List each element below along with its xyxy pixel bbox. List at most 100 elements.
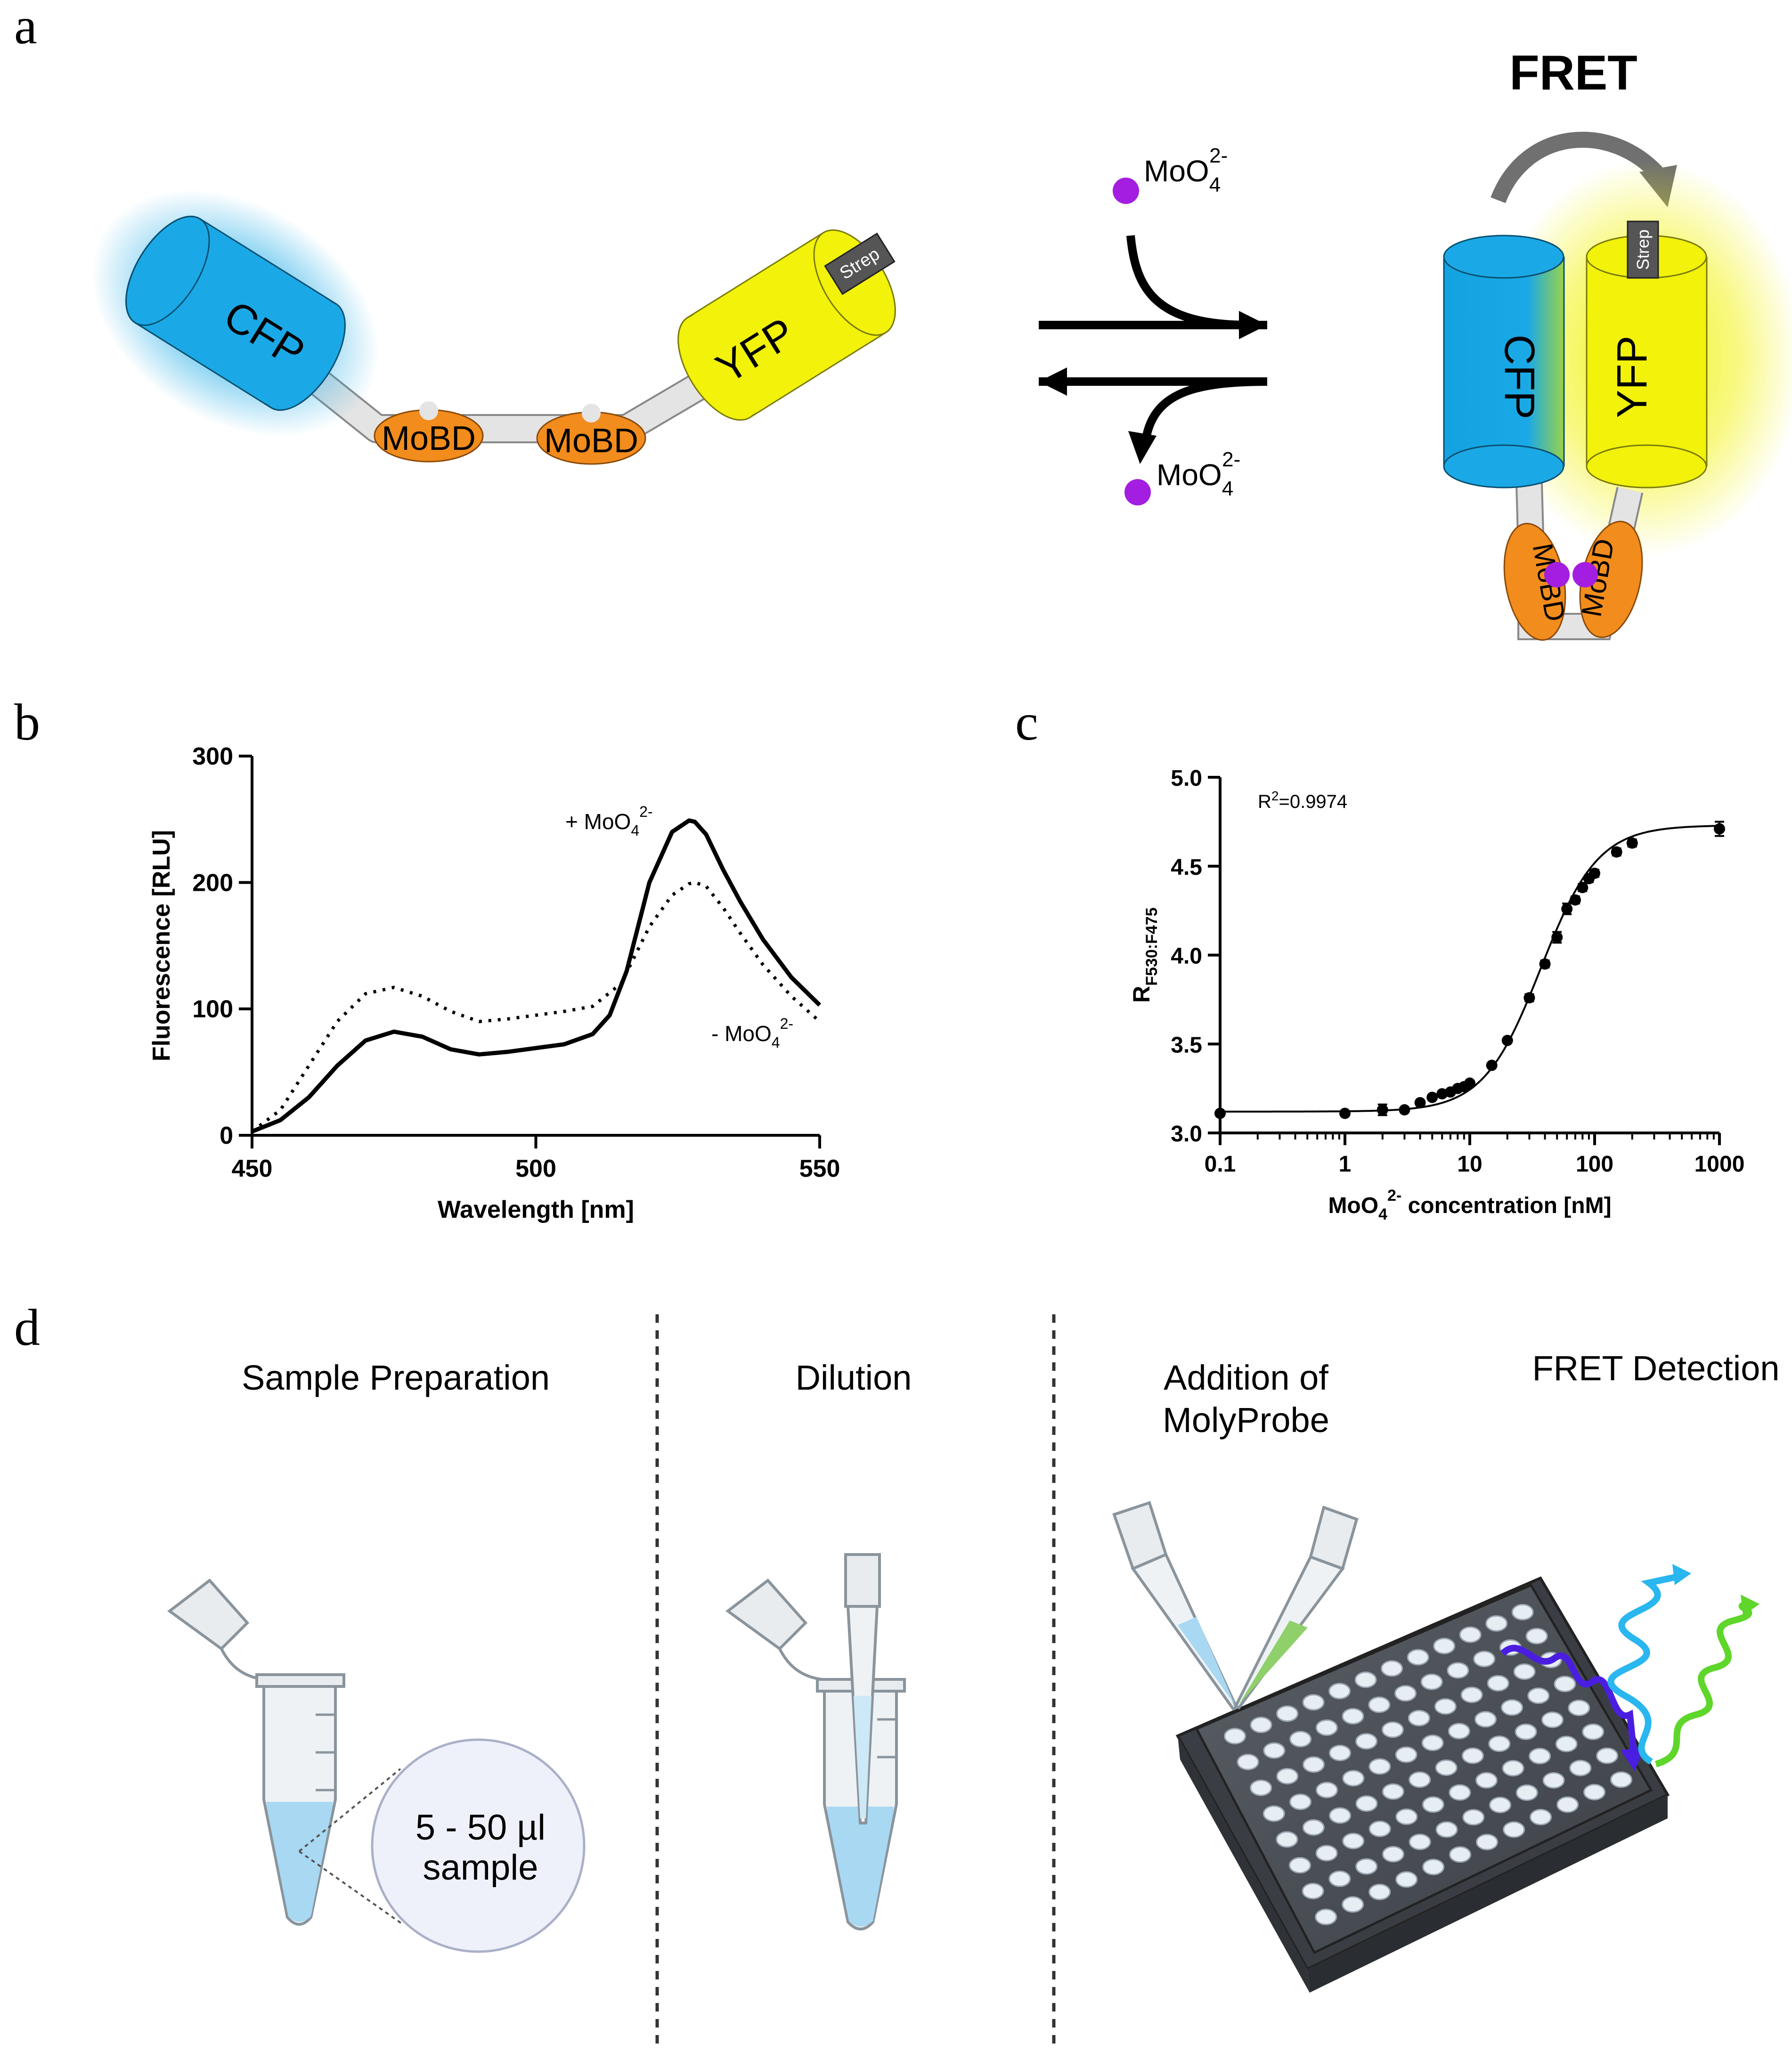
plate-well	[1610, 1771, 1632, 1788]
plate-well	[1475, 1772, 1498, 1789]
closed-state: FRET CFP YFP S	[1443, 46, 1792, 641]
y-tick-label: 3.0	[1171, 1122, 1202, 1147]
plate-well	[1501, 1699, 1523, 1716]
series-label-minus: - MoO42-	[711, 1015, 793, 1051]
step-addition-title-line2: MolyProbe	[1163, 1401, 1329, 1440]
panel-d-letter: d	[14, 1299, 40, 1356]
y-tick-label: 300	[192, 743, 233, 770]
plate-well	[1503, 1821, 1525, 1838]
plate-well	[1394, 1685, 1417, 1702]
plate-well	[1476, 1833, 1499, 1850]
plate-well	[1368, 1820, 1391, 1837]
plate-well	[1315, 1845, 1338, 1862]
plate-well	[1328, 1870, 1351, 1887]
x-tick-label: 100	[1576, 1152, 1613, 1177]
plate-well	[1422, 1796, 1444, 1813]
plate-well	[1488, 1735, 1511, 1752]
plate-well	[1276, 1705, 1299, 1722]
plate-well	[1435, 1821, 1458, 1838]
molybdate-dot	[1544, 562, 1570, 587]
plate-well	[1342, 1896, 1364, 1913]
molybdate-label-top: MoO42-	[1144, 144, 1228, 196]
plate-well	[1569, 1759, 1592, 1776]
plate-well	[1511, 1604, 1534, 1620]
y-tick-label: 4.5	[1171, 855, 1202, 880]
y-tick-label: 100	[192, 996, 233, 1023]
pipette-blue	[1112, 1501, 1239, 1711]
mobd-open-1: MoBD	[374, 401, 484, 463]
plate-well	[1303, 1756, 1325, 1773]
plate-well	[1250, 1779, 1272, 1796]
sample-volume-line1: 5 - 50 µl	[415, 1808, 546, 1848]
plate-well	[1513, 1663, 1536, 1680]
plate-well	[1420, 1673, 1443, 1690]
data-point	[1399, 1104, 1410, 1116]
plate-well	[1542, 1772, 1565, 1789]
data-point	[1339, 1107, 1351, 1119]
panel-a: a CFP MoBD MoBD	[14, 0, 1792, 641]
plate-well	[1395, 1871, 1418, 1888]
x-axis-label: Wavelength [nm]	[438, 1196, 634, 1223]
plate-well	[1315, 1719, 1338, 1736]
plate-well	[1302, 1882, 1324, 1899]
y-tick-label: 4.0	[1171, 944, 1202, 969]
microplate	[1175, 1576, 1670, 1993]
plate-well	[1449, 1846, 1472, 1863]
plate-well	[1302, 1694, 1325, 1711]
data-point	[1577, 882, 1588, 894]
data-point	[1501, 1034, 1513, 1046]
plate-well	[1554, 1676, 1576, 1693]
molybdate-dot	[1113, 178, 1139, 204]
plate-well	[1289, 1731, 1312, 1748]
yfp-open: YFP Strep	[677, 229, 896, 421]
data-point	[1714, 823, 1725, 835]
cfp-open: CFP	[91, 190, 380, 437]
plate-well	[1422, 1858, 1445, 1875]
data-point	[1426, 1091, 1438, 1103]
yfp-label: YFP	[1609, 335, 1656, 418]
panel-d: d Sample Preparation Dilution Addition o…	[14, 1299, 1780, 2044]
plate-well	[1329, 1807, 1352, 1824]
plate-well	[1368, 1758, 1391, 1775]
plate-well	[1355, 1858, 1378, 1875]
plate-well	[1276, 1831, 1298, 1848]
plate-well	[1433, 1637, 1456, 1654]
plate-well	[1408, 1710, 1430, 1726]
data-point	[1523, 992, 1535, 1004]
plate-well	[1381, 1660, 1403, 1677]
plate-well	[1502, 1760, 1524, 1777]
strep-tag	[1627, 220, 1659, 279]
plate-well	[1487, 1675, 1509, 1692]
y-axis-label: Fluorescence [RLU]	[148, 830, 175, 1061]
mobd-open-2: MoBD	[536, 404, 646, 465]
plate-well	[1434, 1698, 1457, 1715]
y-tick-label: 200	[192, 869, 233, 896]
plate-well	[1421, 1734, 1444, 1751]
plate-well	[1530, 1808, 1552, 1825]
data-point	[1589, 867, 1600, 879]
plate-well	[1448, 1723, 1470, 1740]
panel-b-letter: b	[14, 693, 40, 751]
panel-a-letter: a	[14, 0, 37, 55]
plate-well	[1329, 1744, 1351, 1761]
x-tick-label: 1000	[1694, 1152, 1745, 1177]
cfp-label: CFP	[1496, 334, 1543, 419]
plate-well	[1485, 1615, 1508, 1632]
series-plus-molybdate-line	[251, 818, 822, 1134]
x-tick-label: 550	[799, 1155, 840, 1182]
plate-well	[1407, 1649, 1429, 1666]
fit-curve	[1220, 825, 1720, 1113]
plate-well	[1355, 1733, 1377, 1750]
plate-well	[1237, 1753, 1259, 1770]
mobd-label: MoBD	[544, 422, 638, 460]
plate-well	[1302, 1819, 1325, 1836]
x-tick-label: 10	[1457, 1152, 1482, 1177]
excitation-wave	[1500, 1645, 1638, 1762]
x-tick-label: 1	[1339, 1152, 1352, 1177]
plate-well	[1435, 1759, 1458, 1776]
step-dilution-title: Dilution	[796, 1358, 912, 1397]
data-point	[1539, 958, 1551, 970]
plate-well	[1315, 1908, 1337, 1925]
